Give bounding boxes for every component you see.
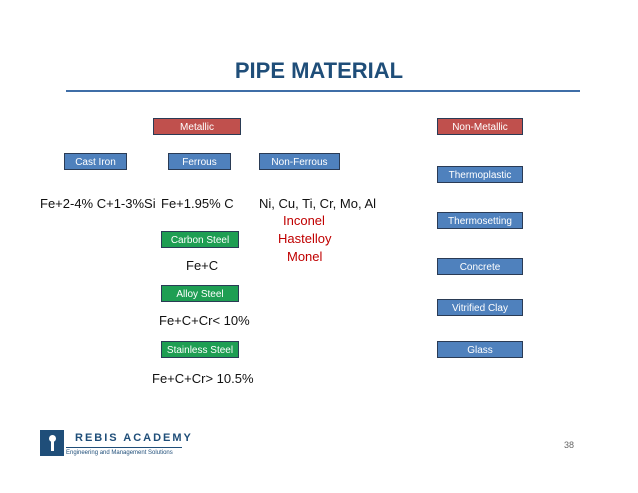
vitrified-clay-box: Vitrified Clay	[437, 299, 523, 316]
metallic-box: Metallic	[153, 118, 241, 135]
page-number: 38	[564, 440, 575, 450]
hastelloy-text: Hastelloy	[278, 231, 332, 246]
keyhole-logo-icon	[40, 430, 64, 456]
thermosetting-box: Thermosetting	[437, 212, 523, 229]
monel-text: Monel	[287, 249, 323, 264]
title-underline	[66, 90, 580, 92]
cast-iron-composition: Fe+2-4% C+1-3%Si	[40, 196, 156, 211]
glass-box: Glass	[437, 341, 523, 358]
non-metallic-box: Non-Metallic	[437, 118, 523, 135]
inconel-text: Inconel	[283, 213, 325, 228]
stainless-steel-composition: Fe+C+Cr> 10.5%	[152, 371, 254, 386]
logo-name: REBIS ACADEMY	[75, 432, 193, 444]
stainless-steel-box: Stainless Steel	[161, 341, 239, 358]
slide-title: PIPE MATERIAL	[234, 58, 404, 83]
alloy-steel-box: Alloy Steel	[161, 285, 239, 302]
logo-divider	[66, 447, 182, 448]
ferrous-composition: Fe+1.95% C	[161, 196, 234, 211]
alloy-steel-composition: Fe+C+Cr< 10%	[159, 313, 250, 328]
non-ferrous-composition: Ni, Cu, Ti, Cr, Mo, Al	[259, 196, 377, 211]
concrete-box: Concrete	[437, 258, 523, 275]
cast-iron-box: Cast Iron	[64, 153, 127, 170]
thermoplastic-box: Thermoplastic	[437, 166, 523, 183]
carbon-steel-box: Carbon Steel	[161, 231, 239, 248]
logo-tagline: Engineering and Management Solutions	[66, 450, 173, 456]
non-ferrous-box: Non-Ferrous	[259, 153, 340, 170]
ferrous-box: Ferrous	[168, 153, 231, 170]
carbon-steel-composition: Fe+C	[186, 258, 219, 273]
